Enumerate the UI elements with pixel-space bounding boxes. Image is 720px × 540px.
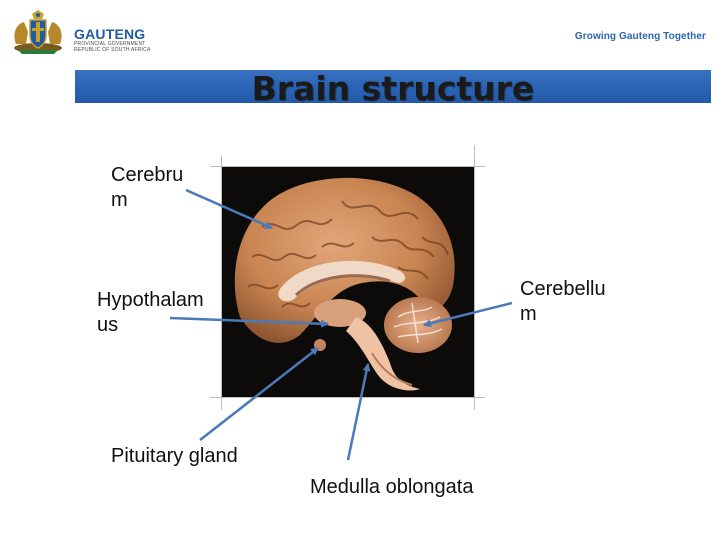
frame-line-right [474, 145, 475, 410]
brain-sagittal-image [222, 167, 474, 397]
frame-line-left [221, 155, 222, 410]
logo-subtitle-country: REPUBLIC OF SOUTH AFRICA [74, 47, 151, 53]
title-bar-background [75, 70, 711, 103]
title-bar: Brain structure [75, 70, 711, 107]
label-medulla-oblongata: Medulla oblongata [310, 476, 474, 498]
label-pituitary-gland: Pituitary gland [111, 445, 238, 467]
page-title: Brain structure [251, 69, 535, 108]
logo-wordmark: GAUTENG [74, 26, 146, 42]
tagline: Growing Gauteng Together [574, 31, 706, 42]
label-cerebellum: Cerebellu m [520, 278, 606, 325]
logo-subtitle: PROVINCIAL GOVERNMENT [74, 41, 146, 47]
label-hypothalamus: Hypothalam us [97, 289, 204, 336]
label-cerebrum: Cerebru m [111, 164, 184, 211]
frame-line-top [210, 166, 485, 167]
coat-of-arms-icon [8, 10, 68, 56]
frame-line-bottom [210, 397, 485, 398]
